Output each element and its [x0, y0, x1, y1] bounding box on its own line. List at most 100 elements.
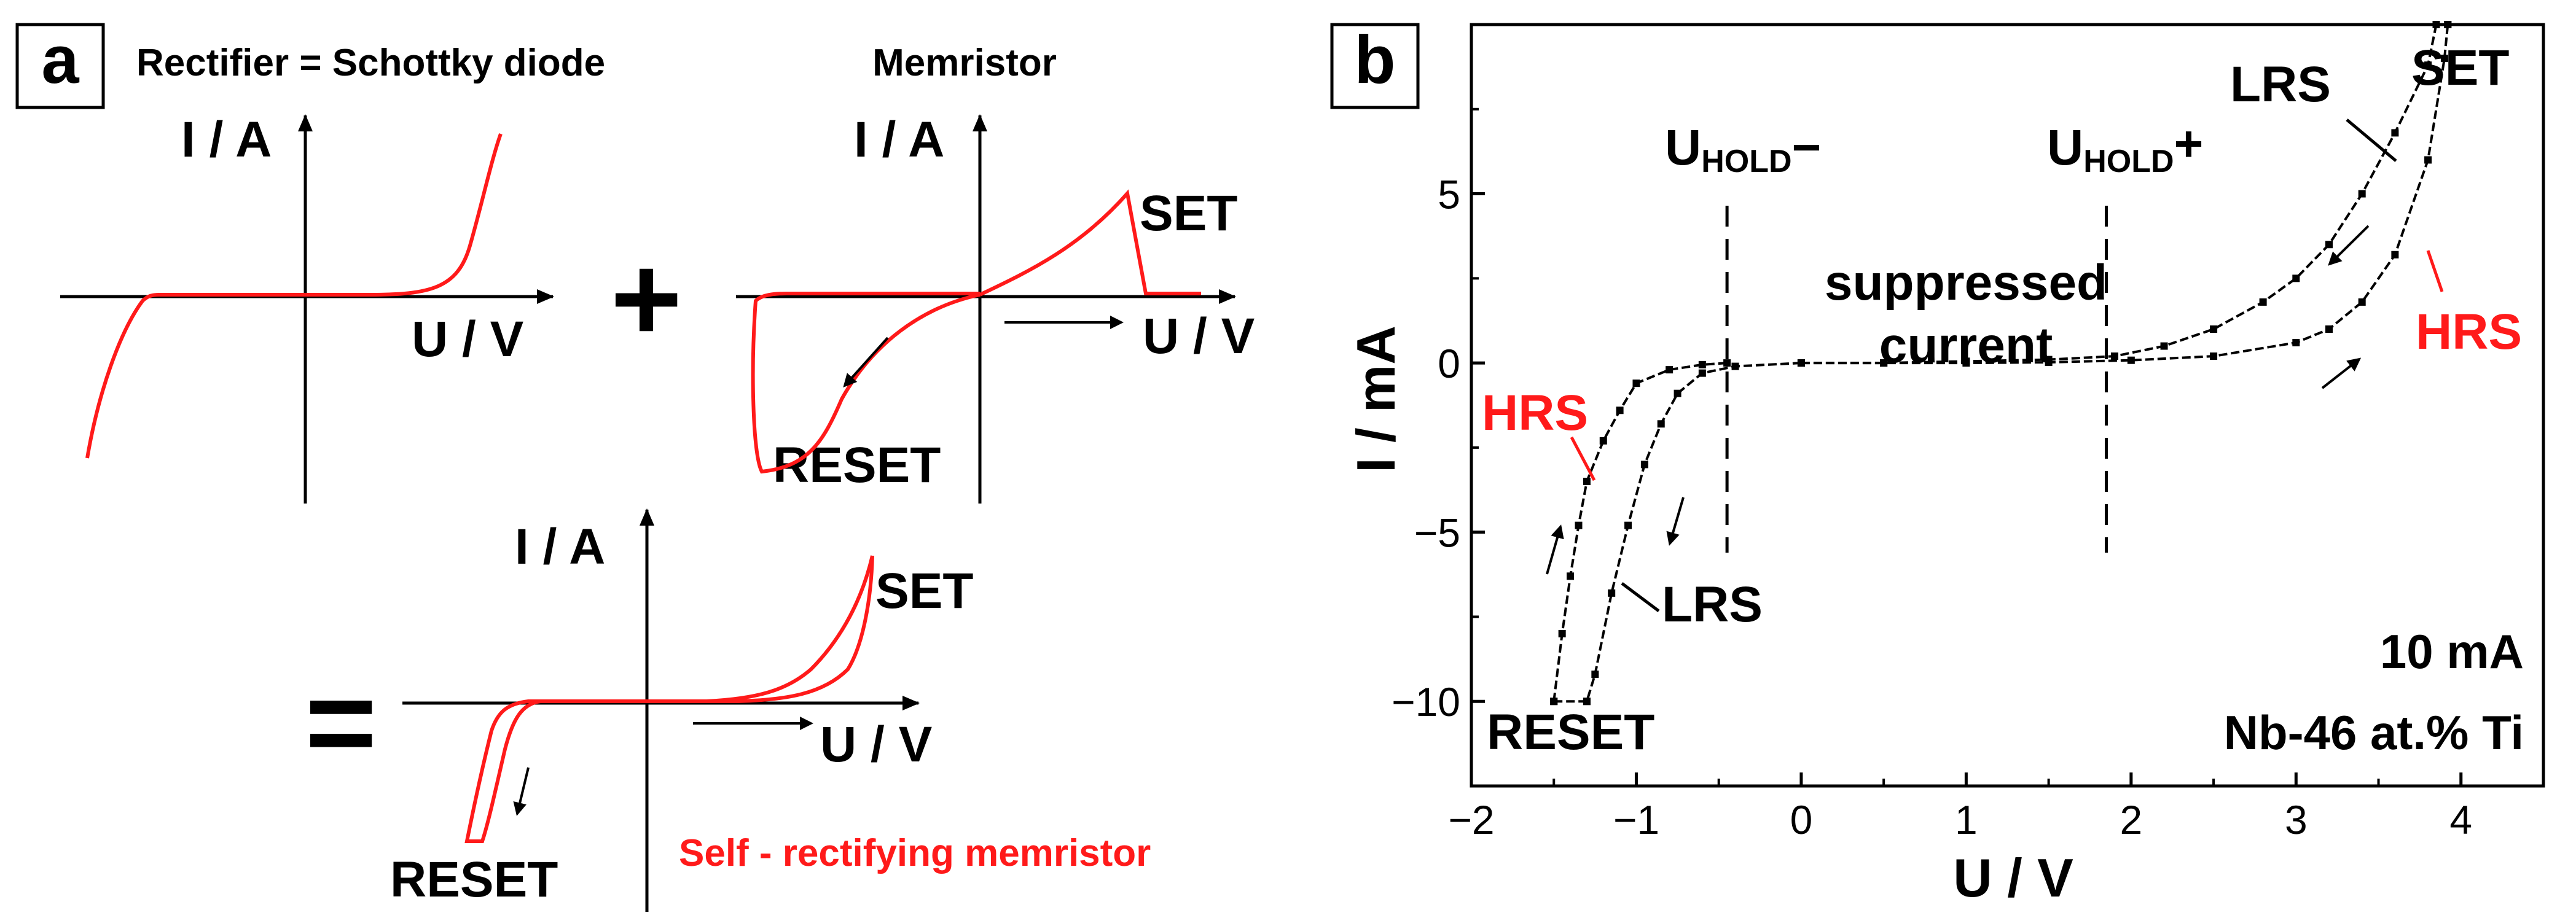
memristor-plot: Memristor I / A U / V SET RESET	[736, 42, 1255, 504]
data-point	[2292, 339, 2300, 347]
y-tick-label: −10	[1392, 679, 1460, 725]
result-reset-loop	[464, 699, 647, 843]
lrs-bottom-leader	[1621, 582, 1660, 612]
memristor-reset-curve	[751, 292, 981, 474]
hrs-left-label: HRS	[1482, 385, 1588, 441]
data-point	[1608, 589, 1616, 597]
arrow-right-down	[1666, 497, 1685, 546]
memristor-ylabel: I / A	[854, 112, 944, 168]
rectifier-title: Rectifier = Schottky diode	[136, 42, 605, 84]
series-line	[1801, 24, 2438, 365]
data-point	[1558, 630, 1566, 637]
panel-a: a Rectifier = Schottky diode I / A U / V…	[15, 22, 1255, 912]
material-label: Nb-46 at.% Ti	[2224, 706, 2524, 760]
hrs-right-label: HRS	[2416, 304, 2522, 360]
data-point	[2391, 129, 2399, 137]
data-point	[2210, 352, 2218, 360]
compliance-label: 10 mA	[2380, 624, 2524, 679]
data-point	[1624, 521, 1632, 529]
data-point	[2259, 298, 2267, 306]
data-point	[2045, 359, 2053, 367]
lrs-top-leader	[2346, 119, 2397, 162]
series-line	[1585, 362, 1802, 702]
data-point	[1674, 389, 1681, 397]
x-tick-label: 4	[2449, 797, 2472, 842]
result-set-label: SET	[875, 563, 973, 619]
suppressed-line2: current	[1879, 317, 2053, 373]
data-point	[1657, 420, 1665, 428]
data-point	[2210, 325, 2218, 333]
hrs-right-leader	[2426, 250, 2444, 292]
x-axis-label: U / V	[1953, 847, 2073, 908]
data-point	[1640, 461, 1648, 469]
panel-a-label-box	[15, 23, 105, 109]
data-series	[1550, 21, 2452, 706]
memristor-title: Memristor	[872, 42, 1057, 84]
data-point	[2391, 251, 2399, 259]
data-point	[2424, 156, 2432, 164]
rectifier-xlabel: U / V	[412, 311, 524, 367]
data-point	[1599, 437, 1607, 445]
data-point	[1666, 366, 1674, 374]
hold-lines	[1725, 206, 2108, 553]
memristor-set-label: SET	[1140, 185, 1237, 241]
result-reset-label: RESET	[390, 852, 558, 908]
y-axis-label: I / mA	[1345, 325, 1406, 473]
arrow-left-up	[1546, 524, 1564, 575]
panel-b-label: b	[1354, 22, 1395, 98]
result-caption: Self - rectifying memristor	[679, 832, 1151, 874]
x-tick-label: 0	[1790, 797, 1813, 842]
result-plot: I / A U / V SET RESET Self - rectifying …	[390, 508, 1151, 912]
uhold-minus-label: UHOLD−	[1665, 120, 1821, 179]
data-point	[2160, 342, 2168, 350]
data-point	[1583, 698, 1591, 706]
data-point	[1575, 521, 1583, 529]
lrs-top-label: LRS	[2230, 56, 2331, 112]
data-point	[2440, 55, 2448, 63]
data-point	[2292, 274, 2300, 282]
data-point	[2358, 298, 2366, 306]
rectifier-curve	[85, 133, 503, 459]
result-xlabel: U / V	[820, 717, 933, 772]
data-point	[1616, 406, 1624, 414]
data-point	[1583, 478, 1591, 485]
lrs-bottom-label: LRS	[1662, 577, 1763, 632]
arrow-hrs-up	[2321, 357, 2362, 389]
data-point	[2111, 352, 2118, 360]
rectifier-ylabel: I / A	[181, 112, 272, 168]
data-point	[1550, 698, 1558, 706]
data-point	[1731, 362, 1739, 370]
equals-sign: =	[305, 654, 377, 791]
panel-b-label-box	[1330, 23, 1420, 109]
data-point	[1797, 359, 1805, 367]
ticks	[1470, 23, 2463, 787]
data-point	[2424, 61, 2432, 69]
memristor-xlabel: U / V	[1143, 308, 1255, 364]
data-point	[2325, 325, 2333, 333]
data-point	[1962, 359, 1970, 367]
rectifier-plot: Rectifier = Schottky diode I / A U / V	[60, 42, 605, 504]
plus-sign: +	[611, 230, 683, 367]
reset-label: RESET	[1487, 704, 1654, 760]
data-point	[1591, 671, 1599, 679]
y-tick-label: 0	[1438, 341, 1460, 386]
data-point	[1567, 572, 1575, 580]
y-tick-label: −5	[1414, 510, 1460, 556]
x-tick-label: 2	[2120, 797, 2142, 842]
arrow-lrs-down	[2328, 225, 2370, 266]
result-reset-arrow	[513, 767, 530, 816]
plot-frame	[1470, 23, 2545, 788]
data-point	[1698, 369, 1706, 377]
set-label: SET	[2411, 40, 2509, 96]
hrs-left-leader	[1570, 436, 1596, 481]
uhold-plus-label: UHOLD+	[2047, 116, 2203, 179]
x-tick-label: 3	[2285, 797, 2308, 842]
data-point	[2432, 21, 2440, 28]
data-point	[1723, 359, 1731, 367]
data-point	[2127, 356, 2135, 364]
series-line	[1801, 24, 2449, 365]
memristor-reset-arrow	[843, 336, 889, 387]
